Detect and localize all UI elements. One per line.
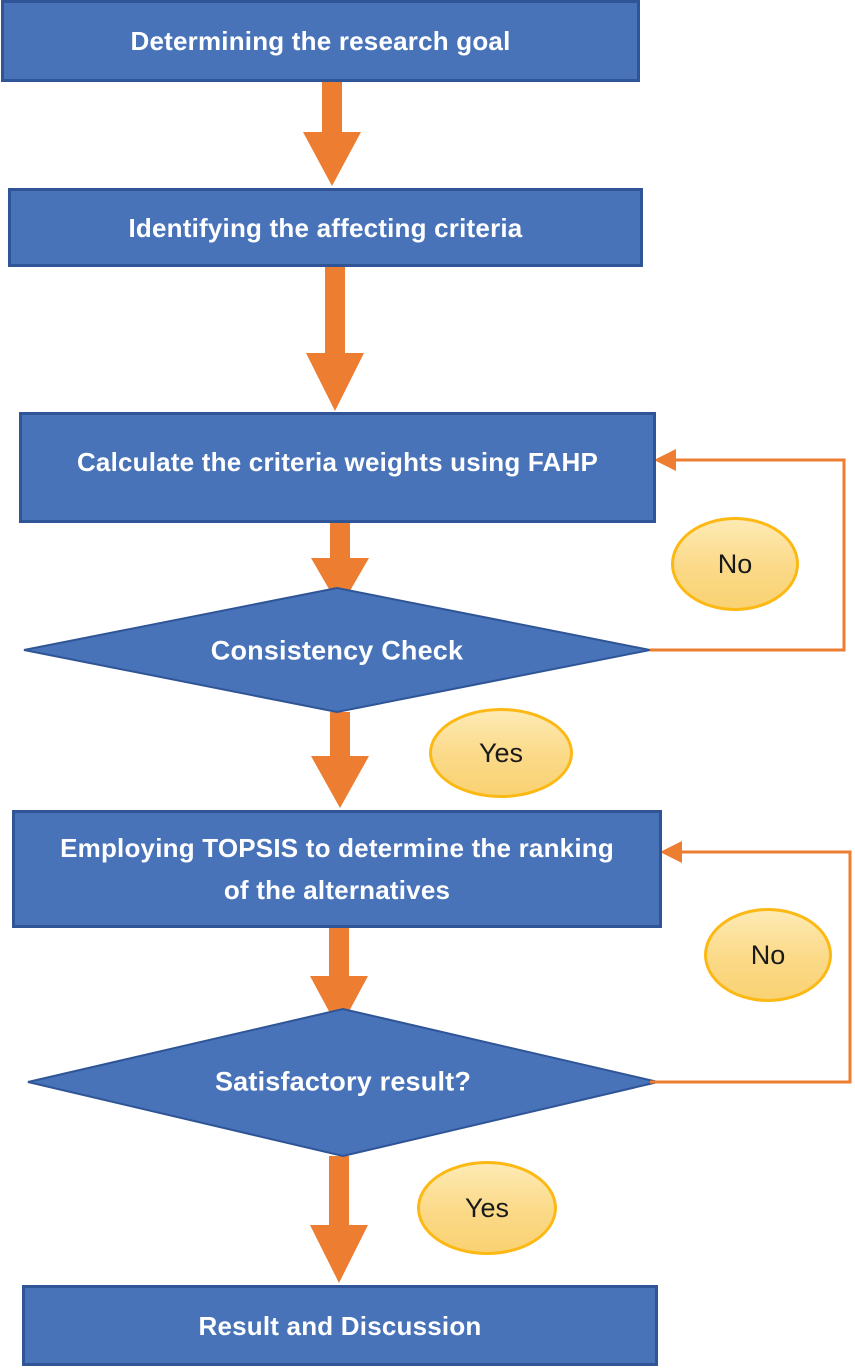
process-label-affecting-criteria: Identifying the affecting criteria	[128, 212, 523, 243]
ellipse-label-satisfactory-no: No	[750, 939, 786, 970]
loop-consistency-no-line	[650, 458, 846, 652]
arrow-criteria-to-fahp-icon	[306, 267, 364, 411]
ellipse-label-consistency-yes: Yes	[478, 737, 524, 768]
process-box-fahp-weights: Calculate the criteria weights using FAH…	[19, 412, 656, 523]
ellipse-consistency-no: No	[671, 517, 799, 611]
ellipse-satisfactory-yes: Yes	[417, 1161, 557, 1255]
arrow-consistency-to-topsis-icon	[311, 712, 369, 808]
process-label-research-goal: Determining the research goal	[130, 26, 511, 56]
arrow-fahp-to-consistency-icon	[311, 523, 369, 608]
arrow-topsis-to-satisfactory-icon	[310, 928, 368, 1030]
process-box-topsis-ranking: Employing TOPSIS to determine the rankin…	[12, 810, 662, 928]
ellipse-label-consistency-no: No	[717, 548, 753, 579]
ellipse-satisfactory-no: No	[704, 908, 832, 1002]
arrow-goal-to-criteria-icon	[303, 82, 361, 186]
loop-satisfactory-no-line	[650, 850, 852, 1084]
process-label-fahp-weights: Calculate the criteria weights using FAH…	[76, 447, 599, 477]
process-box-result-discussion: Result and Discussion	[22, 1285, 658, 1366]
diamond-label-consistency-check: Consistency Check	[210, 635, 464, 666]
diamond-label-satisfactory-result: Satisfactory result?	[214, 1066, 472, 1097]
process-label-topsis-ranking-line1: Employing TOPSIS to determine the rankin…	[60, 833, 614, 863]
process-box-research-goal: Determining the research goal	[1, 0, 640, 82]
process-label-topsis-ranking-line2: of the alternatives	[223, 875, 451, 905]
arrow-satisfactory-to-result-icon	[310, 1156, 368, 1283]
process-box-affecting-criteria: Identifying the affecting criteria	[8, 188, 643, 267]
process-label-result-discussion: Result and Discussion	[198, 1310, 482, 1341]
loop-consistency-no-arrowhead-icon	[654, 449, 676, 471]
loop-satisfactory-no-arrowhead-icon	[660, 841, 682, 863]
ellipse-consistency-yes: Yes	[429, 708, 573, 798]
ellipse-label-satisfactory-yes: Yes	[464, 1192, 510, 1223]
